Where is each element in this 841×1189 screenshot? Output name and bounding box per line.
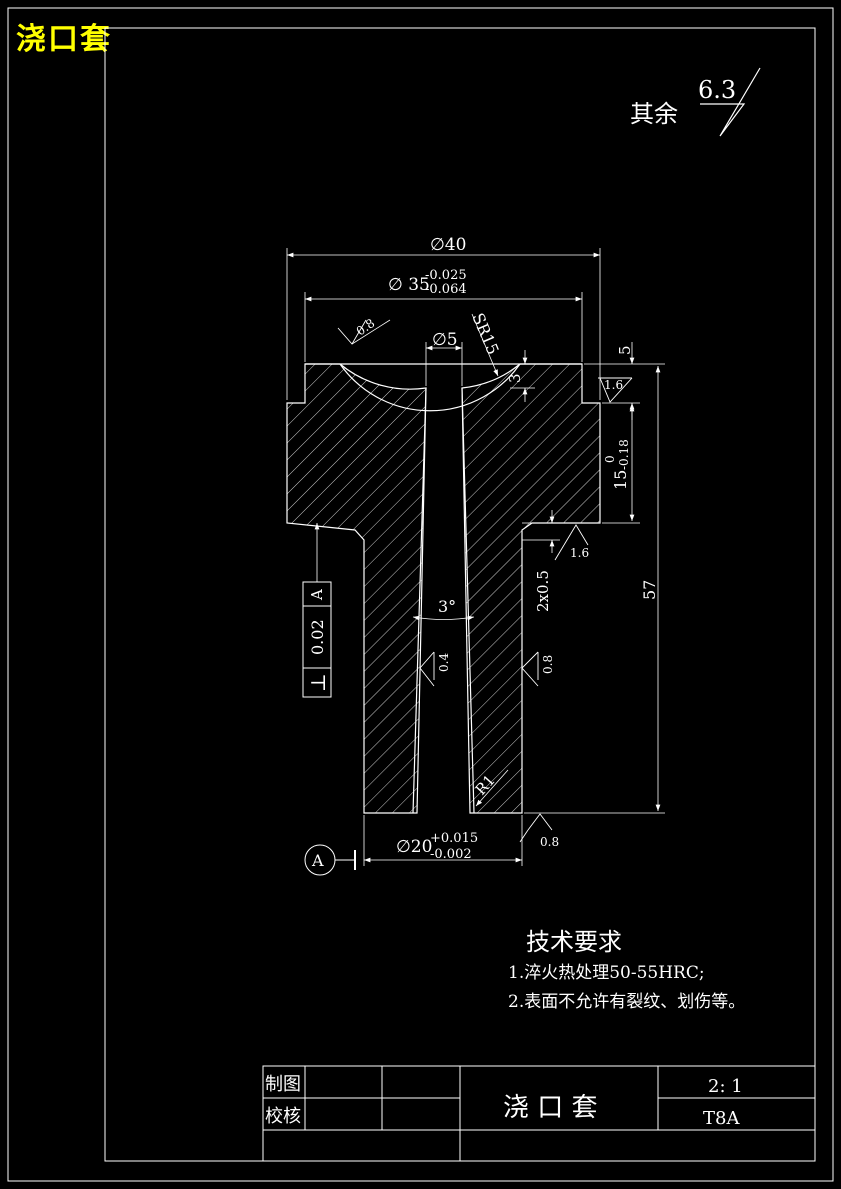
tech-title: 技术要求 (526, 928, 622, 956)
dim-3: 3 (506, 350, 535, 402)
corner-title: 浇口套 (16, 22, 112, 57)
dim-d35-text: ∅ 35 (388, 275, 430, 295)
section-right (461, 363, 601, 814)
dim-sr15: SR15 (468, 310, 503, 377)
datum-symbol: A (304, 844, 356, 876)
tech-requirements: 技术要求 1.淬火热处理50-55HRC; 2.表面不允许有裂纹、划伤等。 (508, 928, 745, 1012)
dim-angle: 3° (412, 597, 475, 621)
roughness-16-top: 1.6 (598, 377, 633, 403)
dim-d5-text: ∅5 (432, 330, 458, 350)
dim-d35-upper: -0.025 (425, 268, 467, 283)
dim-d20-upper: +0.015 (430, 831, 478, 846)
general-roughness-symbol: 其余 6.3 (630, 67, 761, 137)
roughness-08-top: 0.8 (337, 316, 391, 345)
dim-57-text: 57 (640, 580, 659, 600)
dim-chamfer-text: 2x0.5 (534, 570, 552, 612)
dim-chamfer: 2x0.5 (522, 510, 560, 612)
dim-right: 5 15 0 -0.18 57 (524, 342, 665, 814)
title-material: T8A (703, 1108, 740, 1129)
tolerance-frame: A 0.02 ⊥ (302, 523, 332, 698)
dim-15-text: 15 (611, 470, 630, 490)
dim-15-lower: -0.18 (617, 439, 631, 470)
roughness-08-bottom: 0.8 (519, 813, 559, 849)
svg-text:1.6: 1.6 (604, 378, 623, 392)
svg-text:1.6: 1.6 (570, 546, 589, 560)
roughness-08-mid: 0.8 (521, 651, 555, 687)
dim-3-text: 3 (506, 373, 524, 383)
tolerance-datum: A (308, 589, 326, 601)
tech-item-2: 2.表面不允许有裂纹、划伤等。 (508, 992, 745, 1012)
roughness-note-value: 6.3 (698, 76, 736, 104)
svg-text:0.8: 0.8 (541, 655, 555, 674)
tolerance-symbol: ⊥ (306, 673, 330, 692)
dim-d20: ∅20 +0.015 -0.002 (363, 815, 523, 866)
roughness-16-mid: 1.6 (554, 524, 589, 561)
title-scale: 2: 1 (708, 1076, 743, 1097)
dim-d40: ∅40 (286, 235, 601, 400)
tech-item-1: 1.淬火热处理50-55HRC; (508, 963, 705, 983)
section-left (286, 363, 427, 814)
part-section (286, 363, 601, 814)
outer-border (7, 7, 834, 1182)
dim-sr15-text: SR15 (468, 310, 502, 357)
title-drawn-by: 制图 (265, 1074, 301, 1095)
dim-d5: ∅5 (425, 330, 463, 386)
dim-5-text: 5 (616, 345, 634, 355)
dim-angle-text: 3° (438, 597, 456, 616)
dim-d35: ∅ 35 -0.025 -0.064 (304, 268, 583, 362)
dim-d35-lower: -0.064 (425, 282, 467, 297)
svg-text:0.8: 0.8 (540, 835, 559, 849)
roughness-note-label: 其余 (630, 100, 678, 128)
dim-d20-text: ∅20 (396, 837, 432, 857)
tolerance-value: 0.02 (308, 619, 327, 655)
title-part-name: 浇 口 套 (503, 1093, 598, 1123)
title-checked-by: 校核 (265, 1106, 301, 1127)
dim-d20-lower: -0.002 (430, 847, 472, 862)
dim-d40-text: ∅40 (430, 235, 466, 255)
roughness-04: 0.4 (419, 651, 451, 687)
datum-label: A (311, 851, 324, 870)
title-block: 制图 校核 浇 口 套 2: 1 T8A (262, 1065, 816, 1162)
dim-15-upper: 0 (603, 455, 617, 463)
svg-text:0.4: 0.4 (437, 653, 451, 672)
